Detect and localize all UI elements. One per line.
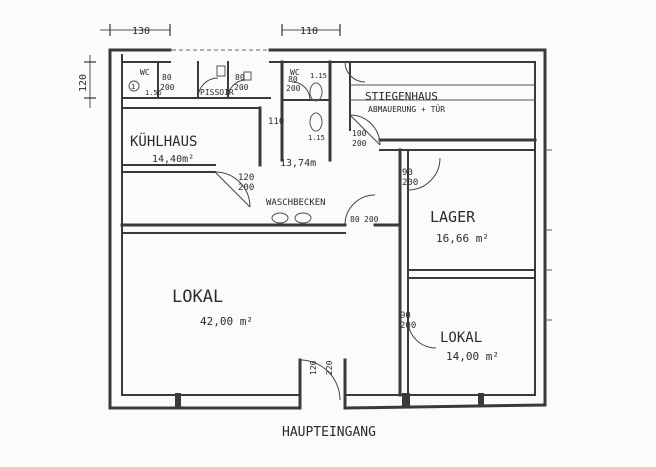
kuehlhaus-area: 14,40m² [152, 154, 194, 165]
vorraum-door-w: 100 [352, 129, 367, 138]
doors [197, 61, 441, 401]
kuehlhaus-name: KÜHLHAUS [130, 132, 197, 150]
lokal-small-area: 14,00 m² [446, 350, 499, 363]
lokal-small-door-h: 200 [400, 321, 416, 331]
pissoir-door-h: 200 [234, 83, 249, 92]
wc-right-label: WC [290, 68, 300, 77]
lager-door-w: 90 [402, 168, 413, 178]
dim-left-side: 120 [78, 74, 89, 92]
outer-walls [108, 48, 552, 410]
wc-right-width: 80 [288, 75, 298, 84]
lager-name: LAGER [430, 208, 476, 226]
pissoir-door-w: 80 [235, 73, 245, 82]
labels: 130 110 120 WC 80 200 1 1.56 PISSOIR 80 … [78, 26, 499, 440]
wc-right-height: 200 [286, 84, 301, 93]
kuehl-door-w: 120 [238, 173, 254, 183]
fixtures [128, 65, 535, 224]
entrance-door-h: 220 [325, 360, 334, 375]
wc-left-width: 80 [162, 73, 172, 82]
lager-area: 16,66 m² [436, 232, 489, 245]
lokal-small-door-w: 90 [400, 311, 411, 321]
stiegenhaus-note: ABMAUERUNG + TÜR [368, 104, 445, 114]
dim-top-mid: 110 [300, 26, 318, 37]
wasch-door-h: 200 [364, 215, 379, 224]
kuehl-door-h: 200 [238, 183, 254, 193]
wc-left-label: WC [140, 68, 150, 77]
wc-left-symbol: 1 [131, 83, 135, 91]
lokal-small-name: LOKAL [440, 330, 482, 346]
pissoir-label: PISSOIR [200, 88, 234, 97]
interior-walls [120, 60, 537, 410]
wc-right-num2: 1.15 [308, 134, 325, 142]
lokal-main-name: LOKAL [172, 287, 223, 307]
lokal-main-area: 42,00 m² [200, 315, 253, 328]
lager-door-h: 200 [402, 178, 418, 188]
dim-top-left: 130 [132, 26, 150, 37]
wasch-door-w: 80 [350, 215, 360, 224]
entrance-door-w: 120 [309, 360, 318, 375]
dimension-lines [84, 24, 341, 108]
haupteingang-label: HAUPTEINGANG [282, 425, 376, 440]
wc-left-height: 200 [160, 83, 175, 92]
waschbecken-label: WASCHBECKEN [266, 198, 326, 208]
vorraum-area: 13,74m [280, 158, 316, 169]
wc-left-sub: 1.56 [145, 89, 162, 97]
vorraum-door-h: 200 [352, 139, 367, 148]
vorraum-width: 110 [268, 117, 284, 127]
wc-right-num1: 1.15 [310, 72, 327, 80]
stiegenhaus-title: STIEGENHAUS [365, 90, 438, 103]
